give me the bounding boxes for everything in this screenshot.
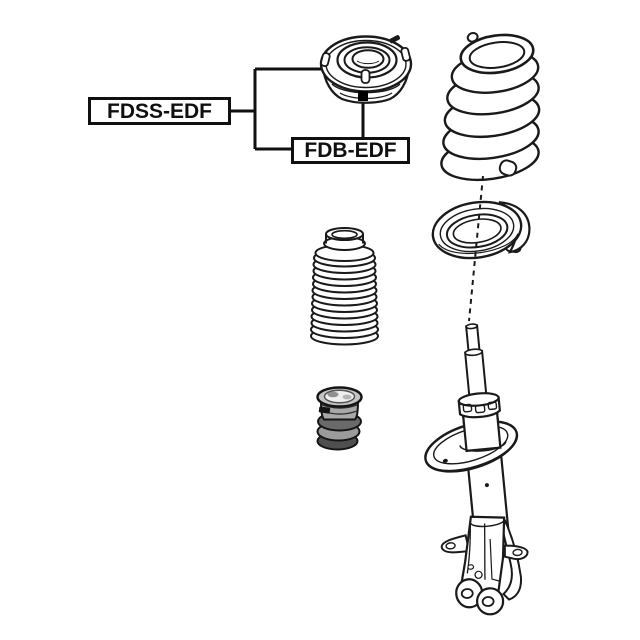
bracket-hole-left <box>460 588 474 599</box>
boot-opening <box>331 229 358 240</box>
bracket-small-hole <box>467 564 475 570</box>
mount-slot-left <box>320 52 331 68</box>
mount-keyway <box>360 69 371 84</box>
seat-front-accent <box>438 233 519 255</box>
bracket-hole-right <box>481 596 495 607</box>
strut-bracket <box>440 515 529 616</box>
dust-boot-drawing <box>310 227 379 346</box>
plate-hole-dot <box>442 458 448 463</box>
callout-label-fdss: FDSS-EDF <box>107 99 212 123</box>
callout-connectors <box>231 67 365 151</box>
nut-notch-1 <box>462 403 473 413</box>
bracket-crease-2 <box>483 523 486 580</box>
mount-tick <box>389 35 401 44</box>
bracket-tab-left-slot <box>445 542 456 550</box>
bump-dark-mark <box>318 406 331 414</box>
seat-hole <box>452 218 502 244</box>
bracket-weld-arc <box>469 519 506 528</box>
seat-ring-mid <box>439 207 515 253</box>
bracket-crease-1 <box>466 520 471 574</box>
strut-mount-drawing <box>319 35 413 104</box>
bracket-arc-detail <box>474 570 483 579</box>
callout-box-fdss: FDSS-EDF <box>88 97 231 125</box>
shock-absorber-strut-drawing <box>424 323 529 616</box>
mount-slot-right <box>400 46 411 62</box>
spring-seat-drawing <box>431 200 531 260</box>
nut-notch-3 <box>487 401 498 411</box>
bump-inner-detail-2 <box>342 394 352 400</box>
fdb-callout-marker <box>358 91 368 101</box>
bearing-hole-arc <box>356 60 380 65</box>
bump-stop-drawing <box>316 386 363 451</box>
coil-spring-drawing <box>440 31 541 182</box>
seat-ring-inner <box>445 213 509 249</box>
nut-notch-2 <box>474 404 486 414</box>
tube-dot <box>484 483 489 488</box>
bearing-center-hole <box>351 49 385 69</box>
callout-box-fdb: FDB-EDF <box>291 137 410 164</box>
callout-label-fdb: FDB-EDF <box>304 139 397 162</box>
bracket-crease-3 <box>489 539 501 582</box>
bracket-tab-right-slot <box>512 548 523 557</box>
plate-rim-drop <box>426 434 518 472</box>
rod-tip-top <box>465 323 478 330</box>
rod-step <box>464 348 483 357</box>
spring-wire-end <box>466 31 479 43</box>
bump-inner-detail-1 <box>327 391 339 398</box>
spring-end-stub <box>498 159 518 177</box>
spring-coil-top-inner <box>468 41 526 69</box>
bump-neck-line-1 <box>321 404 358 409</box>
tube-plate-collar <box>459 440 507 452</box>
